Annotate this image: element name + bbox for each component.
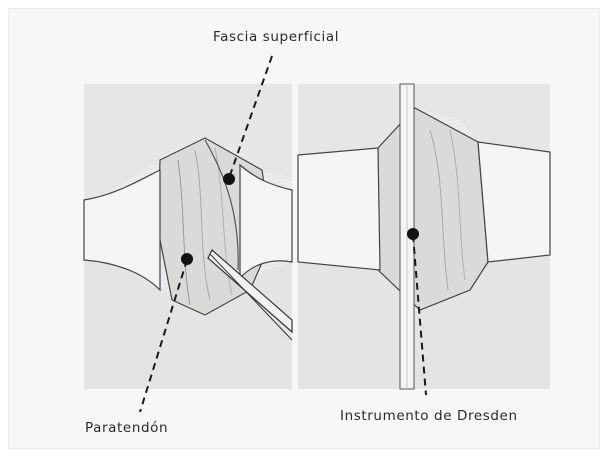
label-fascia-superficial: Fascia superficial	[213, 29, 339, 45]
right-illustration-panel	[298, 84, 550, 389]
paratendon-marker-dot	[181, 253, 193, 265]
label-paratendon: Paratendón	[85, 420, 168, 436]
left-illustration-panel	[84, 84, 292, 389]
fascia-marker-dot	[223, 173, 235, 185]
dresden-marker-dot	[407, 228, 419, 240]
label-instrumento-de-dresden: Instrumento de Dresden	[340, 408, 518, 424]
